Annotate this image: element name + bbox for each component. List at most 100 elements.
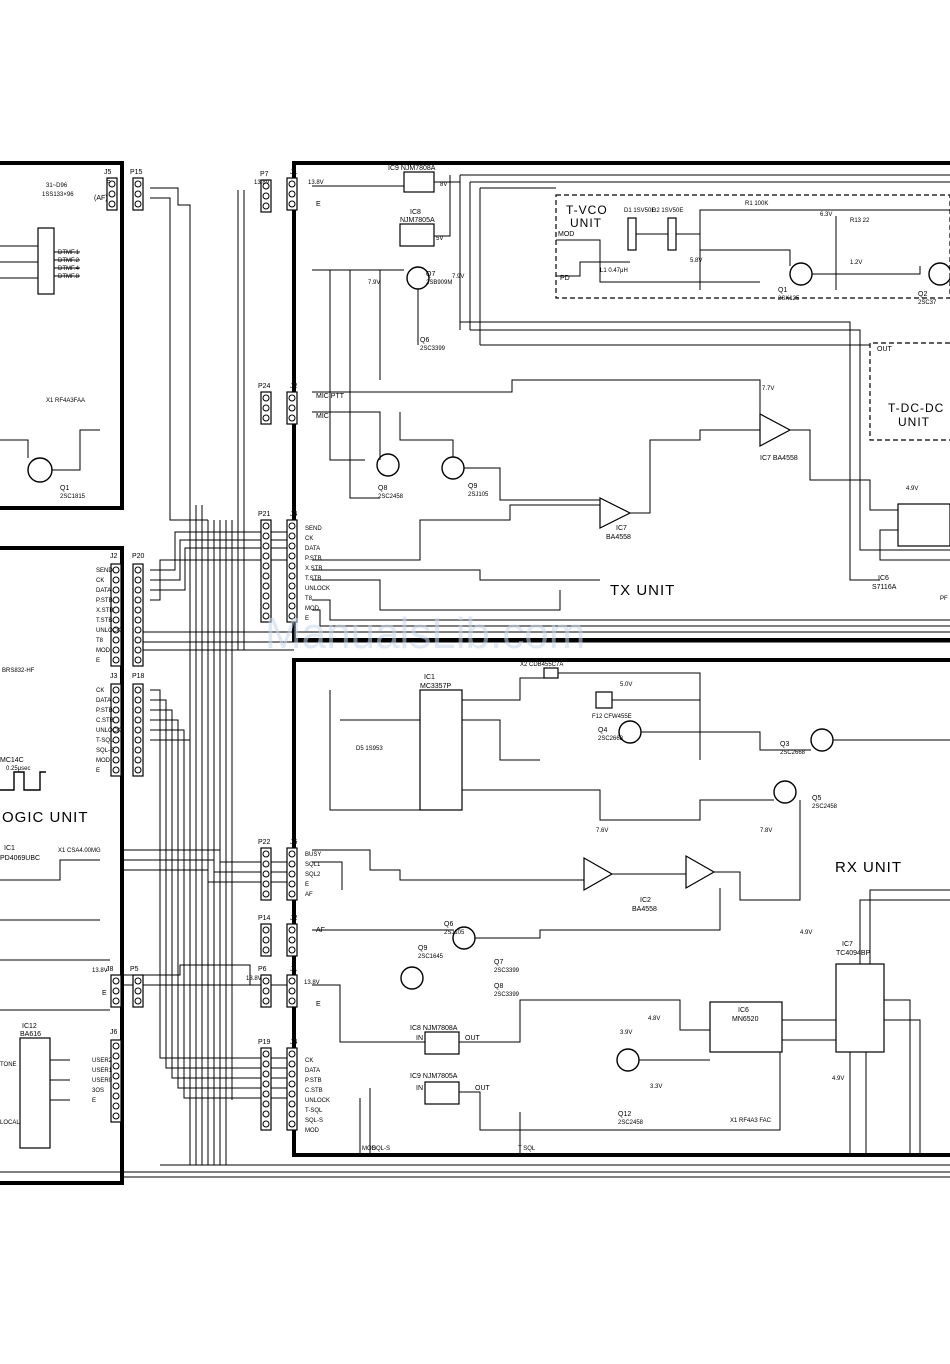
rx-j5-pin-0: BUSY: [305, 852, 321, 858]
tx-j4-pin-2: DATA: [305, 546, 320, 552]
voltage-v50-10: 5.0V: [620, 682, 632, 688]
transistor-q1_tvco-part: 2SK125: [778, 296, 800, 302]
logic-j3-pin-1: DATA: [96, 698, 111, 704]
l1-label: L1 0.47μH: [600, 268, 628, 274]
ic7-tx-a-label: IC7 BA4558: [760, 455, 798, 462]
logic-j2-pin-7: T8: [96, 638, 104, 644]
x2-label: X2 CDB455C7A: [520, 662, 563, 668]
connector-label: P18: [132, 673, 145, 680]
d96-label: 31~D96: [46, 183, 68, 189]
connector-label: J4: [290, 511, 298, 518]
connector-label: J6: [110, 1029, 118, 1036]
ic12-label-1: IC12: [22, 1023, 37, 1030]
j5-e-label: E: [106, 178, 111, 185]
logic-j6-pin-3: 3OS: [92, 1088, 104, 1094]
tx-unit-title: TX UNIT: [610, 582, 675, 599]
transistor-q1_tvco-ref: Q1: [778, 287, 787, 294]
logic-j3-pin-6: SQL-S: [96, 748, 114, 754]
internal-traces: [0, 175, 950, 1155]
voltage-v49-20: 4.9V: [906, 486, 918, 492]
rx-af-label: AF: [316, 927, 325, 934]
voltage-v76-7: 7.6V: [596, 828, 608, 834]
transistor-q4_rx-part: 2SC2668: [598, 736, 624, 742]
logic-j6-pin-0: USER2: [92, 1058, 113, 1064]
tx-j4-pin-9: E: [305, 616, 309, 622]
tx-j4-pin-4: X.STB: [305, 566, 322, 572]
logic-j3-pin-0: CK: [96, 688, 104, 694]
logic-j2-pin-0: SEND: [96, 568, 113, 574]
x1-left-label: X1 RF4A3FAA: [46, 398, 85, 404]
connector-j6-22: J6: [110, 1029, 122, 1123]
transistor-q9_rx-ref: Q9: [418, 945, 427, 952]
ic-boxes: [19, 171, 950, 1149]
d2-label: D2 1SV50E: [652, 208, 683, 214]
dtmf-line-3: DTMF.8: [58, 274, 80, 280]
ic6-tx-label-2: S7116A: [872, 584, 897, 591]
voltage-v49-21: 4.9V: [832, 1076, 844, 1082]
connector-label: P20: [132, 553, 145, 560]
rx-j5-pin-1: SQL1: [305, 862, 321, 868]
ic6-rx-label-1: IC6: [738, 1007, 749, 1014]
ic8-rx-in: IN: [416, 1035, 423, 1042]
transistor-q8_tx-ref: Q8: [378, 485, 387, 492]
ic6-rx: [709, 1001, 783, 1053]
connector-p18-11: P18: [132, 673, 145, 777]
q3-rx: [810, 728, 834, 752]
connector-label: P5: [130, 966, 139, 973]
mc14c-label: MC14C: [0, 757, 24, 764]
logic-j2-pin-5: T.STB: [96, 618, 112, 624]
connector-label: J2: [110, 553, 118, 560]
rx-j5-pin-3: E: [305, 882, 309, 888]
tdcdc-title-1: T-DC-DC: [888, 401, 944, 415]
ic7-rx-label-2: TC4094BP: [836, 950, 871, 957]
transistor-q9_rx-part: 2SC1645: [418, 954, 444, 960]
tx-j4-pin-5: T.STB: [305, 576, 321, 582]
ic6-tx-label-1: IC6: [878, 575, 889, 582]
logic-j6-pin-1: USER1: [92, 1068, 113, 1074]
ic8-rx-label: IC8 NJM7808A: [410, 1025, 458, 1032]
logic-j3-pin-4: UNLOCK: [96, 728, 121, 734]
rx-j4-pin-6: SQL-S: [305, 1118, 323, 1124]
f12-filter: [595, 691, 613, 709]
transistor-q7_tx-part: 2SB909M: [426, 280, 452, 286]
transistor-q12_rx-ref: Q12: [618, 1111, 631, 1118]
harness-wires: [0, 174, 950, 1178]
connector-j8-18: J8: [106, 966, 122, 1008]
ic8-tx-label-1: IC8: [410, 209, 421, 216]
transistor-q2_tvco-part: 2SC37: [918, 300, 937, 306]
connector-p14-15: P14: [258, 915, 272, 957]
tone-label: TONE: [0, 1062, 17, 1068]
ic7-rx-label-1: IC7: [842, 941, 853, 948]
connector-label: J8: [106, 966, 114, 973]
ic6-tx: [897, 503, 950, 547]
connector-j5-0: J5: [104, 169, 118, 211]
mic-label: MIC: [316, 413, 329, 420]
ic12-logic: [19, 1037, 51, 1149]
ic8-rx-out: OUT: [465, 1035, 481, 1042]
pin-labels: SENDCKDATAP.STBX.STBT.STBUNLOCKT8MODESEN…: [92, 526, 330, 1134]
transistor-q8_rx-ref: Q8: [494, 983, 503, 990]
ic7-tx-b-label-2: BA4558: [606, 534, 631, 541]
voltage-v33-13: 3.3V: [650, 1084, 662, 1090]
connector-j4-20: J4: [286, 1039, 298, 1131]
ic9-rx-regulator: [424, 1081, 460, 1105]
voltage-v78-8: 7.8V: [760, 828, 772, 834]
pulse-waveform: [0, 771, 46, 791]
voltage-v39-12: 3.9V: [620, 1030, 632, 1036]
logic-j2-pin-1: CK: [96, 578, 104, 584]
logic-j3-pin-2: P.STB: [96, 708, 113, 714]
transistor-q9_tx-ref: Q9: [468, 483, 477, 490]
logic-j3-pin-3: C.STB: [96, 718, 114, 724]
transistor-q1_left-part: 2SC1815: [60, 494, 86, 500]
ic7-tx-opamp-b: [599, 497, 632, 529]
voltage-v49-9: 4.9V: [800, 930, 812, 936]
r1-label: R1 100K: [745, 201, 768, 207]
ic7-tx-b-label: IC7: [616, 525, 627, 532]
connector-p21-7: P21: [258, 511, 272, 623]
tvco-title-1: T-VCO: [566, 203, 608, 217]
connector-label: P19: [258, 1039, 271, 1046]
local-label: LOCAL: [0, 1120, 20, 1126]
voltage-v12-15: 1.2V: [850, 260, 862, 266]
connector-label: P24: [258, 383, 271, 390]
